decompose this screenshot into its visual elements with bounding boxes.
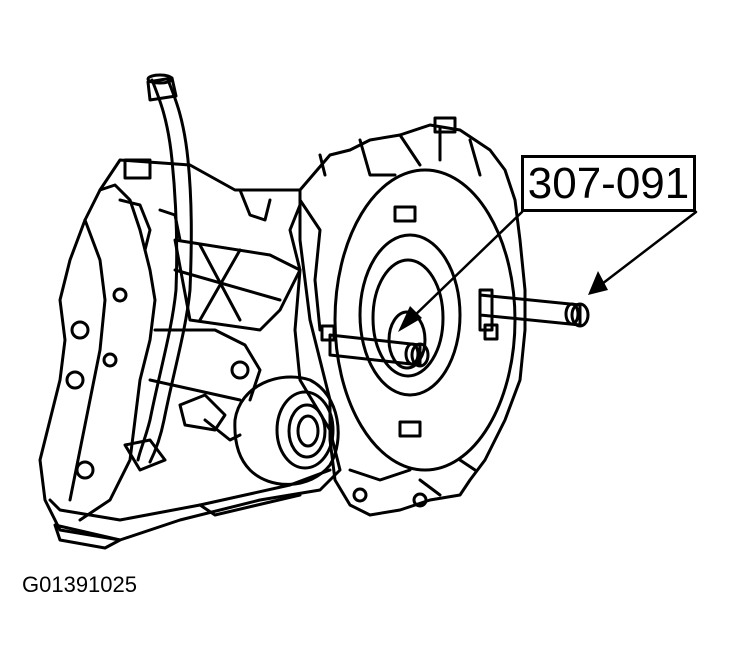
output-seal-housing [233,375,340,486]
alignment-pin-center [328,333,430,368]
tool-callout-box: 307-091 [521,155,696,212]
arrowhead-right [588,271,608,295]
figure-code: G01391025 [22,572,137,597]
leader-lines [410,210,698,320]
tool-number-label: 307-091 [527,158,690,208]
arrowhead-center [398,306,422,332]
bell-housing [298,116,527,517]
transaxle-case [38,158,342,550]
filler-tube [123,73,193,472]
alignment-pin-right [478,288,590,332]
valve-body-area [148,238,302,442]
